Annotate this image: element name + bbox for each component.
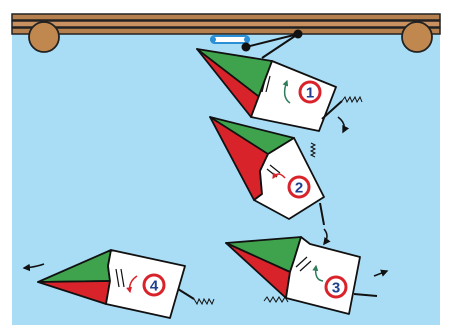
windshield-icon (295, 256, 312, 272)
cabin (250, 60, 337, 132)
prop-wash-icon (263, 296, 289, 303)
boat-step-1: 1 (196, 48, 363, 134)
outboard-motor (177, 288, 195, 300)
windshield-icon (115, 268, 125, 288)
frame-top (0, 0, 450, 14)
step-number: 3 (332, 280, 340, 297)
steering-arrow-icon (282, 79, 291, 104)
fender (210, 35, 250, 44)
boat-step-4: 4 (22, 249, 215, 319)
fender-end (210, 36, 216, 43)
step-number-ring (142, 273, 166, 297)
step-number-ring (298, 80, 322, 104)
fender-end (244, 36, 250, 43)
step-number: 4 (150, 278, 159, 295)
step-number-ring (287, 175, 311, 199)
motion-arrow-icon (337, 116, 350, 134)
prop-wash-icon (341, 95, 363, 104)
cleat (293, 29, 303, 39)
prop-wash-icon (193, 297, 215, 306)
outboard-motor (319, 202, 325, 226)
frame-left (0, 0, 12, 325)
motion-arrow-icon (373, 269, 389, 277)
frame-right (440, 0, 450, 325)
step-number-ring (324, 275, 348, 299)
windshield-icon (261, 75, 271, 93)
step-number: 1 (306, 85, 314, 102)
cleat (241, 42, 251, 52)
motion-arrow-icon (22, 263, 45, 272)
dock-plank (11, 27, 441, 35)
steering-arrow-icon (312, 264, 324, 282)
boat-step-2: 2 (209, 116, 331, 246)
steering-arrow-icon (272, 172, 286, 180)
dock (11, 13, 441, 59)
prop-wash-icon (309, 142, 317, 158)
spring-line (261, 33, 299, 59)
outboard-motor (321, 100, 343, 120)
cabin (253, 137, 325, 220)
steering-arrow-icon (126, 275, 138, 294)
boat-step-3: 3 (225, 236, 389, 315)
dock-plank (11, 13, 441, 21)
motion-arrow-icon (323, 228, 331, 246)
dock-plank (11, 20, 441, 28)
spring-line (245, 33, 299, 48)
outboard-motor (353, 293, 378, 297)
step-number: 2 (295, 180, 303, 197)
dock-piling-right (401, 21, 433, 53)
dock-piling-left (28, 21, 60, 53)
